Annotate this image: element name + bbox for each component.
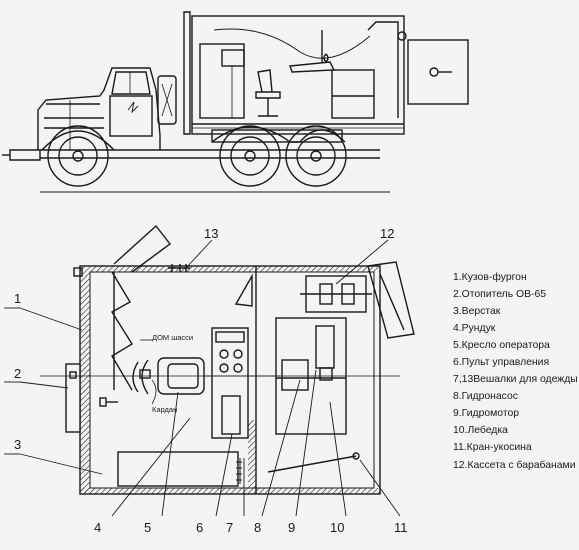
legend-item: 5.Кресло оператора [453, 340, 550, 352]
callout-13: 13 [204, 226, 218, 241]
legend-item: 3.Верстак [453, 306, 501, 318]
hydraulic-pump [281, 359, 309, 391]
truck-side-view [2, 11, 469, 193]
cab-door [109, 95, 153, 137]
heater-ov65 [65, 363, 81, 433]
interior-cabinet [199, 43, 245, 119]
crane-hook [323, 53, 329, 63]
open-door-right [367, 261, 415, 339]
front-fender [41, 130, 115, 151]
operator-chair-side [255, 69, 281, 117]
callout-11: 11 [394, 520, 408, 535]
callout-4: 4 [94, 520, 101, 535]
hanger-13 [168, 264, 190, 272]
legend-item: 10.Лебедка [453, 425, 508, 437]
front-bumper [9, 149, 41, 161]
plan-view [40, 224, 415, 495]
legend-item: 2.Отопитель ОВ-65 [453, 289, 547, 301]
callout-7: 7 [226, 520, 233, 535]
exhaust-pipe [183, 11, 191, 135]
parts-legend: 1.Кузов-фургон 2.Отопитель ОВ-65 3.Верст… [453, 269, 578, 474]
leader-lines [19, 239, 401, 517]
callout-8: 8 [254, 520, 261, 535]
legend-item: 8.Гидронасос [453, 391, 518, 403]
crane-boom [267, 455, 357, 473]
rear-door [407, 39, 469, 105]
callout-5: 5 [144, 520, 151, 535]
callout-6: 6 [196, 520, 203, 535]
front-wall-insulation [80, 266, 90, 494]
label-kardan: Кардан [152, 405, 177, 414]
winch-side [331, 69, 375, 119]
label-dom-shassi: ДОМ шасси [152, 333, 193, 342]
front-wheel [47, 125, 109, 187]
legend-item: 9.Гидромотор [453, 408, 520, 420]
locker-rundook [111, 271, 133, 391]
legend-item: 6.Пульт управления [453, 357, 550, 369]
cab-window [111, 71, 151, 95]
callout-1: 1 [14, 291, 21, 306]
front-notch [73, 267, 83, 277]
legend-item: 7,13Вешалки для одежды [453, 374, 578, 386]
drum-cassette [300, 275, 372, 313]
legend-item: 11.Кран-укосина [453, 442, 532, 454]
spare-wheel-carrier [157, 75, 177, 125]
workbench-verstak [117, 451, 239, 487]
hydraulic-motor [315, 325, 335, 369]
rear-wheel-1 [219, 125, 281, 187]
open-door-top [113, 224, 171, 273]
legend-item: 1.Кузов-фургон [453, 272, 527, 283]
callout-12: 12 [380, 226, 394, 241]
callout-10: 10 [330, 520, 344, 535]
control-console [211, 327, 249, 439]
interior-hose [213, 28, 371, 59]
rear-wheel-2 [285, 125, 347, 187]
callout-3: 3 [14, 437, 21, 452]
van-body [191, 15, 405, 135]
legend-item: 4.Рундук [453, 323, 496, 335]
winch-lebedka [319, 367, 333, 381]
callout-9: 9 [288, 520, 295, 535]
legend-item: 12.Кассета с барабанами [453, 459, 576, 471]
callout-2: 2 [14, 366, 21, 381]
